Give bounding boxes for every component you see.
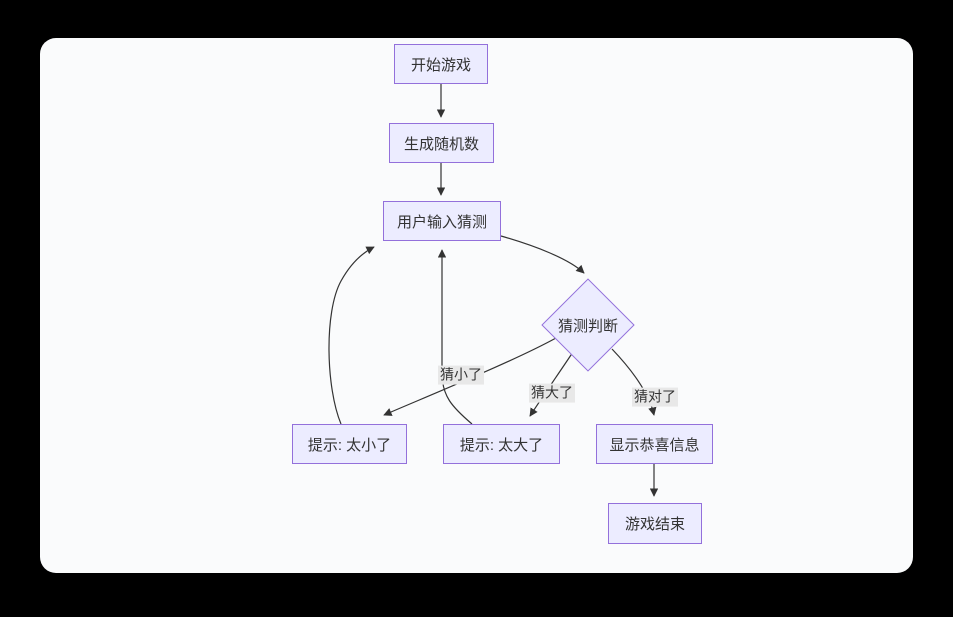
edge-label-guessed-right: 猜对了 xyxy=(632,387,678,407)
node-hint-too-big: 提示: 太大了 xyxy=(443,424,560,464)
node-game-over: 游戏结束 xyxy=(608,503,702,544)
edge-label-guessed-small: 猜小了 xyxy=(438,365,484,385)
node-start-game: 开始游戏 xyxy=(394,44,488,84)
node-show-congrats-message: 显示恭喜信息 xyxy=(596,424,713,464)
edge-label-guessed-big: 猜大了 xyxy=(529,383,575,403)
node-guess-judgment-label: 猜测判断 xyxy=(557,317,618,335)
node-hint-too-small: 提示: 太小了 xyxy=(292,424,407,464)
node-user-input-guess: 用户输入猜测 xyxy=(383,201,501,241)
node-generate-random-number: 生成随机数 xyxy=(389,123,494,163)
diagram-card xyxy=(40,38,913,573)
